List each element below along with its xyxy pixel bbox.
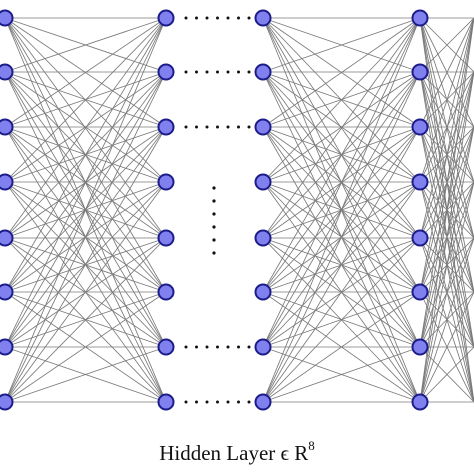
connection-edge: [262, 17, 421, 348]
connection-edge: [4, 71, 167, 403]
neuron-node: [254, 118, 272, 136]
neuron-node: [411, 9, 429, 27]
connection-edge: [419, 181, 474, 403]
connection-edge: [419, 17, 474, 293]
connection-edge: [419, 17, 474, 348]
connection-edge: [262, 17, 421, 403]
connection-edge: [4, 17, 167, 348]
neuron-node: [411, 283, 429, 301]
neuron-node: [157, 118, 175, 136]
neuron-node: [254, 9, 272, 27]
neuron-node: [157, 229, 175, 247]
connection-edge: [419, 17, 474, 239]
connection-edge: [419, 17, 474, 73]
connection-edge: [4, 17, 167, 128]
caption-text: Hidden Layer ϵ R: [159, 441, 309, 465]
neuron-node: [0, 9, 14, 27]
connection-edge: [4, 71, 167, 183]
connection-edge: [262, 17, 421, 293]
neuron-node: [157, 173, 175, 191]
neuron-node: [0, 283, 14, 301]
connection-edge: [419, 237, 474, 403]
neuron-node: [411, 118, 429, 136]
caption-superscript: 8: [308, 438, 315, 453]
neuron-node: [157, 63, 175, 81]
neuron-node: [0, 338, 14, 356]
connection-edge: [4, 237, 167, 403]
connection-edge: [4, 17, 167, 239]
connection-edge: [262, 291, 421, 403]
neuron-node: [157, 338, 175, 356]
connection-edge: [419, 71, 474, 403]
neuron-node: [411, 338, 429, 356]
connection-edge: [419, 291, 474, 403]
connection-edge: [419, 17, 474, 183]
neuron-node: [411, 173, 429, 191]
neuron-node: [157, 283, 175, 301]
connection-edge: [262, 126, 421, 403]
connection-edge: [4, 291, 167, 403]
connection-edge: [4, 17, 167, 293]
connection-edge: [4, 181, 167, 403]
connection-edge: [419, 126, 474, 403]
edges-group: [4, 17, 474, 403]
neuron-node: [254, 173, 272, 191]
connection-edge: [419, 17, 474, 403]
connection-edge: [262, 17, 421, 239]
neuron-node: [411, 229, 429, 247]
connection-edge: [4, 346, 167, 403]
neuron-node: [0, 229, 14, 247]
neuron-node: [0, 173, 14, 191]
neuron-node: [254, 283, 272, 301]
connection-edge: [262, 237, 421, 403]
neuron-node: [254, 393, 272, 411]
neuron-node: [157, 9, 175, 27]
connection-edge: [4, 17, 167, 73]
neuron-node: [157, 393, 175, 411]
connection-edge: [262, 17, 421, 183]
connection-edge: [4, 17, 167, 403]
connection-edge: [4, 126, 167, 403]
caption: Hidden Layer ϵ R8: [0, 438, 474, 466]
connection-edge: [419, 17, 474, 128]
connection-edge: [262, 71, 421, 183]
ellipsis-dots-group: [184, 16, 252, 404]
connection-edge: [262, 17, 421, 73]
neuron-node: [411, 393, 429, 411]
connection-edge: [419, 346, 474, 403]
neuron-node: [0, 393, 14, 411]
connection-edge: [4, 17, 167, 183]
neuron-node: [411, 63, 429, 81]
connection-edge: [262, 17, 421, 128]
neuron-node: [254, 63, 272, 81]
connection-edge: [262, 346, 421, 403]
neuron-node: [254, 338, 272, 356]
connection-edge: [262, 181, 421, 403]
neuron-node: [0, 118, 14, 136]
connection-edge: [262, 71, 421, 403]
neuron-node: [254, 229, 272, 247]
nodes-group: [0, 9, 429, 411]
neuron-node: [0, 63, 14, 81]
